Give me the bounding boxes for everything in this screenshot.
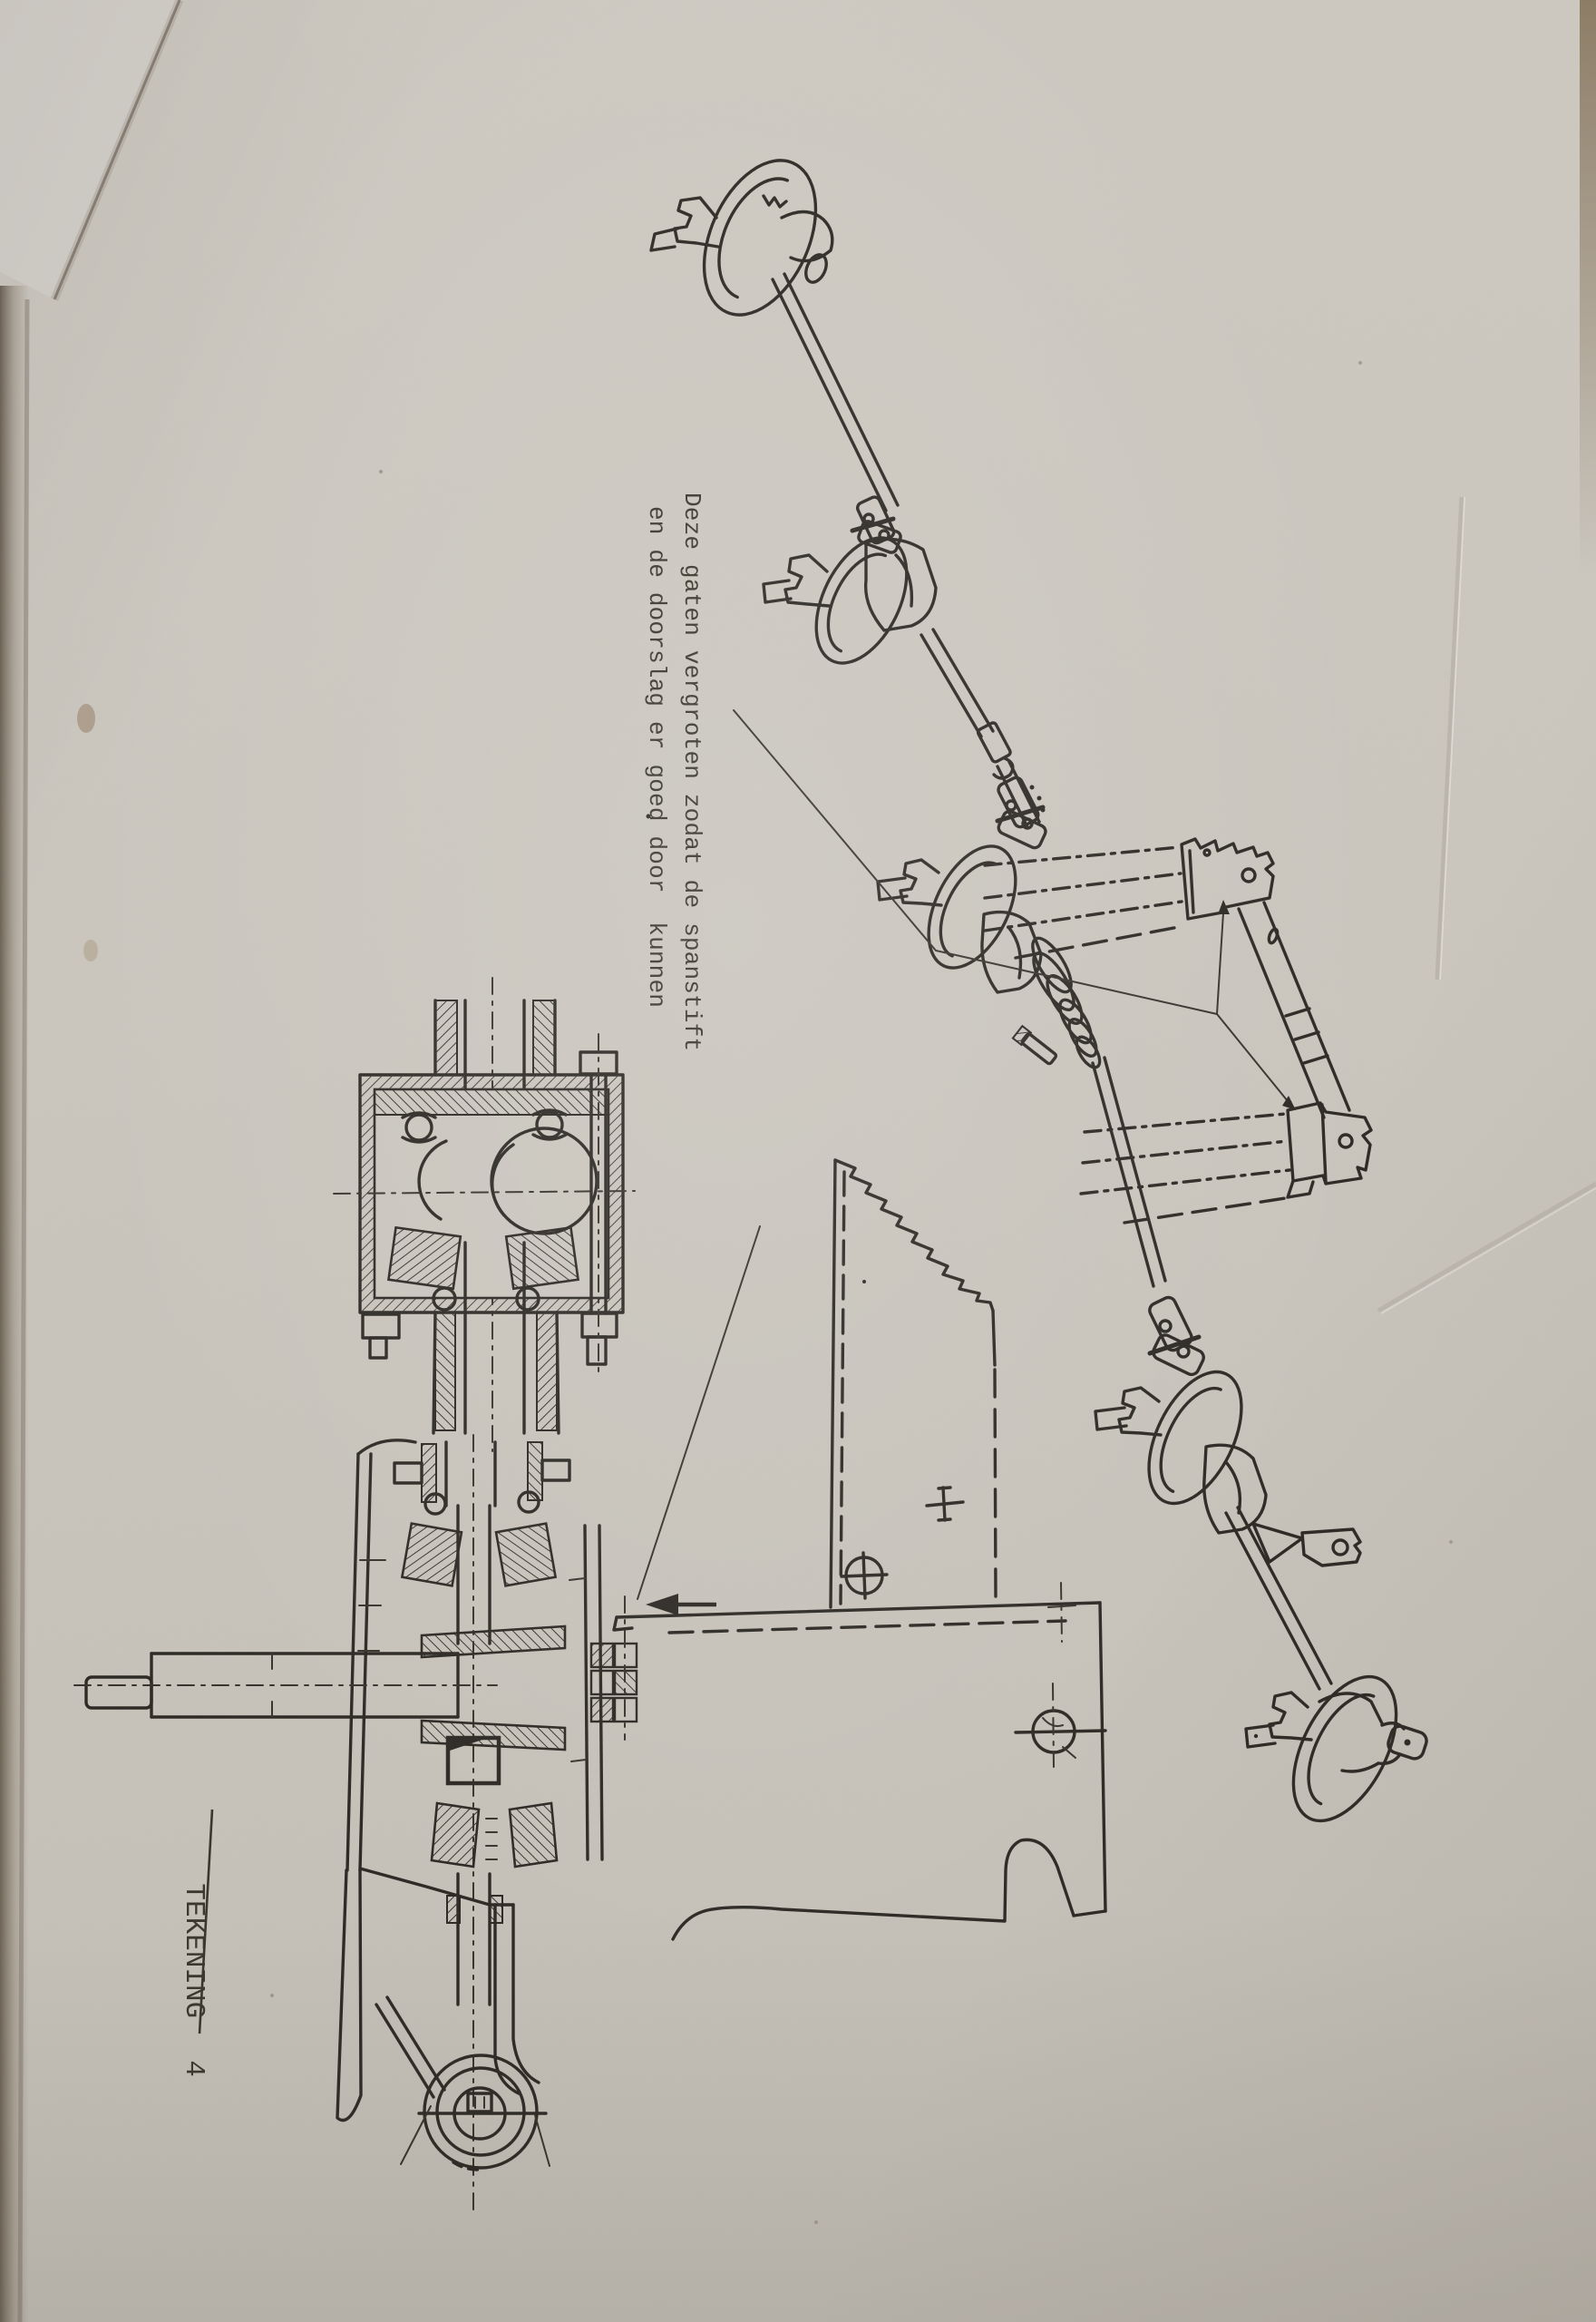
caption-line-1: Deze gaten vergroten zodat de spanstift [678, 493, 706, 1052]
driveline-drawing [649, 159, 1428, 1823]
frame-brackets [646, 709, 1373, 1224]
gearbox-section-bottom [73, 1434, 638, 2214]
drawing-footer: TEKENING 4 [146, 1816, 241, 2077]
footer-label: TEKENING [178, 1883, 209, 2019]
side-plate-outline [612, 1158, 1107, 1941]
footer-number: 4 [178, 2060, 209, 2077]
caption-line-2: en de doorslag er goed door kunnen [643, 506, 670, 1009]
gearbox-section-top [333, 977, 636, 1452]
footer-underline [198, 1809, 214, 2034]
